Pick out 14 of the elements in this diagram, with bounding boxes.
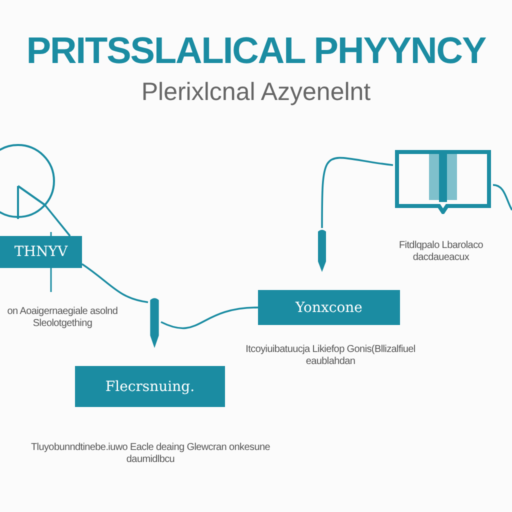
connector-line (44, 204, 71, 237)
node-caption: Itcoyiuibatuucja Likiefop Gonis(Bllizalfiuel eaublahdan (244, 344, 416, 368)
node-caption: on Aoaigernaegiale asolnd Sleolotgething (6, 306, 119, 330)
label-box: Yonxcone (258, 290, 400, 325)
label-box: THNYV (0, 236, 82, 268)
diagram-title: PRITSSLALICAL PHYYNCY (25, 30, 487, 72)
node-caption: Fitdlqpalo Lbarolaco dacdaueacux (398, 240, 484, 264)
connector-line (160, 306, 258, 330)
connector-line (321, 157, 394, 228)
subtitle: Plerixlcnal Azyenelnt (140, 78, 372, 107)
node-caption: Tluyobunndtinebe.iuwo Eacle deaing Glewcran onkesune daumidlbcu (30, 442, 271, 466)
connector-line (81, 263, 148, 304)
label-box: Flecrsnuing. (75, 366, 225, 407)
connector-line (492, 184, 512, 210)
